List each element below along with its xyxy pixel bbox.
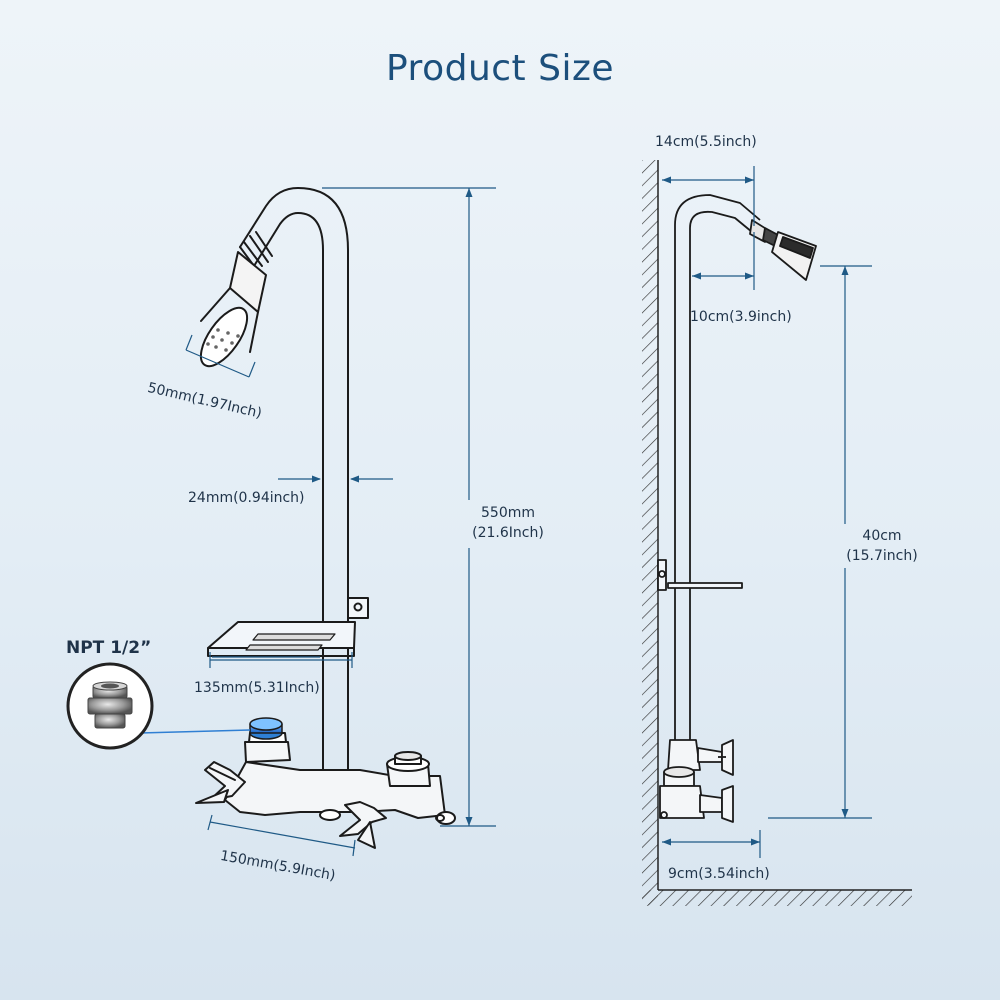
side-shelf xyxy=(657,559,743,591)
npt-label: NPT 1/2” xyxy=(66,638,152,658)
head-height-inch: (15.7inch) xyxy=(846,548,918,564)
side-shower-head-icon xyxy=(749,219,817,281)
arm-offset-label: 10cm(3.9inch) xyxy=(690,309,792,325)
shelf-width-label: 135mm(5.31Inch) xyxy=(194,680,320,696)
side-pipe xyxy=(674,194,761,740)
front-shower-head-icon xyxy=(199,251,267,368)
front-right-handle-icon xyxy=(339,801,387,849)
page-title: Product Size xyxy=(385,48,615,89)
side-dimension-lines xyxy=(662,166,872,858)
side-view-wall xyxy=(642,160,912,906)
front-left-handle-icon xyxy=(195,761,246,804)
npt-callout xyxy=(66,662,251,750)
total-height-inch: (21.6Inch) xyxy=(472,525,544,541)
side-upper-valve xyxy=(667,739,734,776)
front-dimension-lines xyxy=(185,187,496,857)
total-height-value: 550mm xyxy=(481,505,535,521)
front-soap-dish xyxy=(207,597,369,657)
front-pipe xyxy=(239,187,349,786)
head-height-label: 40cm (15.7inch) xyxy=(842,526,922,566)
npt-blue-cap-icon xyxy=(249,717,283,740)
front-valve-body xyxy=(224,732,456,825)
side-lower-valve xyxy=(659,766,734,823)
pipe-diameter-label: 24mm(0.94inch) xyxy=(188,490,305,506)
head-height-value: 40cm xyxy=(862,528,902,544)
front-connector xyxy=(239,231,273,267)
side-view-fixture xyxy=(657,194,817,823)
arm-reach-label: 14cm(5.5inch) xyxy=(655,134,757,150)
npt-fitting-icon xyxy=(87,681,133,729)
valve-depth-label: 9cm(3.54inch) xyxy=(668,866,770,882)
total-height-label: 550mm (21.6Inch) xyxy=(470,503,546,543)
front-view-fixture xyxy=(195,187,456,849)
